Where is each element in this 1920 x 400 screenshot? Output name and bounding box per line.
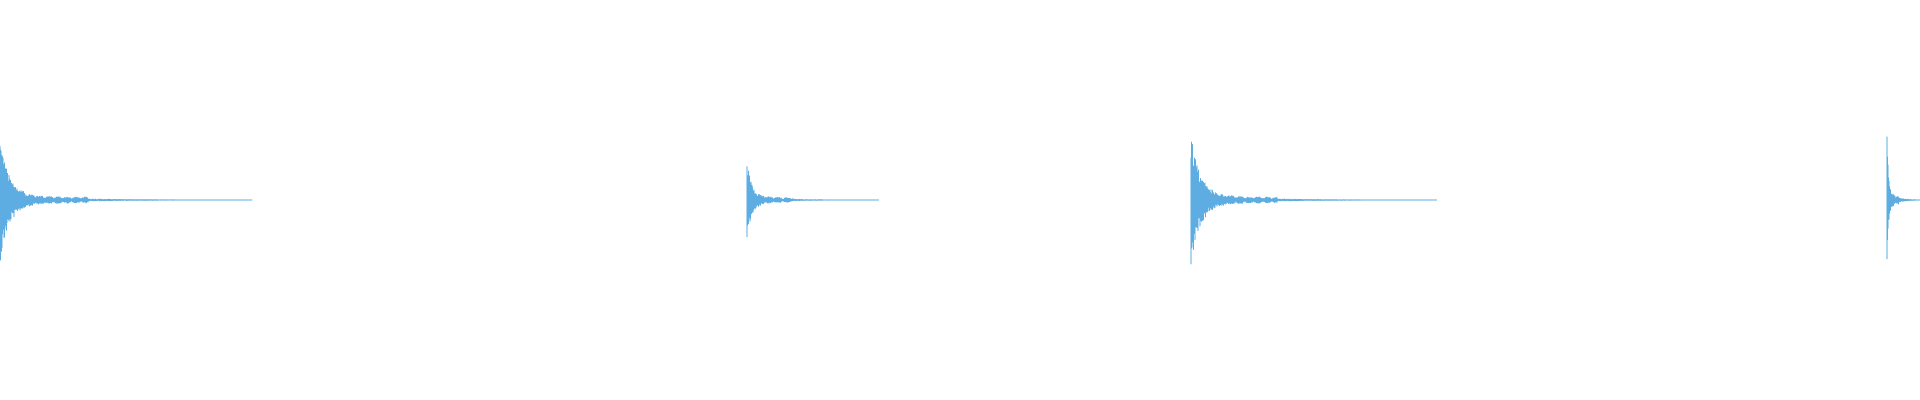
waveform-event-4: [1886, 136, 1920, 260]
waveform-trace: [1190, 141, 1437, 265]
waveform-trace: [1886, 136, 1920, 260]
waveform-event-1: [0, 146, 253, 261]
waveform-layer: [0, 136, 1920, 265]
waveform-event-2: [746, 166, 880, 238]
waveform-event-3: [1190, 141, 1437, 265]
waveform-trace: [746, 166, 880, 238]
waveform-trace: [0, 146, 253, 261]
